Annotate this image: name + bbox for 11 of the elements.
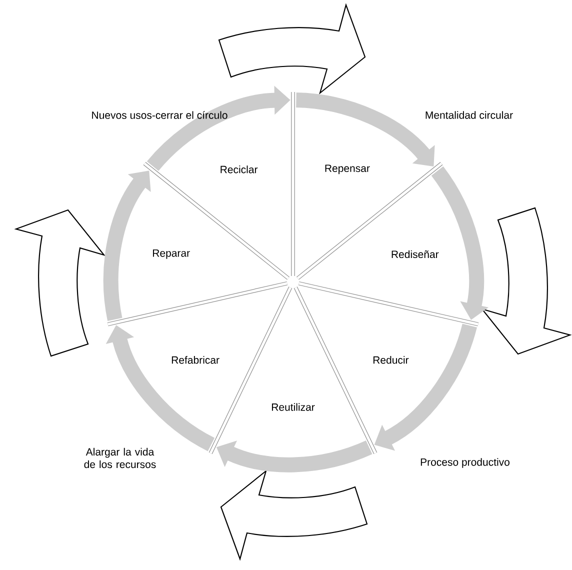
- stage-label: Mentalidad circular: [426, 111, 513, 119]
- sector-label: Rediseñar: [392, 250, 439, 258]
- stage-label: Proceso productivo: [420, 458, 510, 468]
- sector-label: Reducir: [373, 356, 409, 364]
- stage-label: Alargar la vida de los recursos: [84, 448, 156, 468]
- sector-label: Reparar: [153, 250, 190, 259]
- sector-label: Reutilizar: [272, 403, 315, 411]
- sector-label: Repensar: [325, 164, 370, 174]
- sector-label: Refabricar: [172, 356, 220, 364]
- stage-label: Nuevos usos-cerrar el círculo: [92, 111, 228, 119]
- sector-label: Reciclar: [220, 166, 258, 174]
